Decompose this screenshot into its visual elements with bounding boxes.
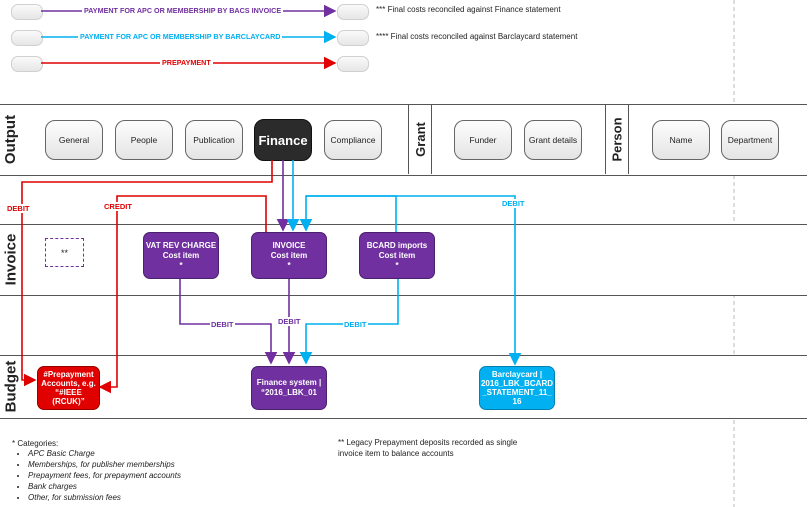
categories-title: * Categories: (12, 439, 59, 448)
tab-compliance[interactable]: Compliance (324, 120, 382, 160)
finance-note: *** Final costs reconciled against Finan… (376, 5, 561, 14)
tab-name[interactable]: Name (652, 120, 710, 160)
legend-label-barclaycard: PAYMENT FOR APC OR MEMBERSHIP BY BARCLAY… (78, 32, 283, 41)
category-item: Prepayment fees, for prepayment accounts (28, 470, 181, 481)
cyan-bcard-invoice-line (299, 195, 397, 232)
category-item: Other, for submission fees (28, 492, 181, 503)
tab-department[interactable]: Department (721, 120, 779, 160)
debit-vat-label: DEBIT (210, 320, 235, 329)
grant-separator (408, 104, 409, 174)
vat-rev-charge-node[interactable]: VAT REV CHARGE Cost item * (143, 232, 219, 279)
debit-red-label: DEBIT (6, 204, 31, 213)
person-separator (628, 104, 629, 174)
prepayment-accounts-node[interactable]: #Prepayment Accounts, e.g. “#IEEE (RCUK)… (37, 366, 100, 410)
budget-band (0, 355, 807, 419)
category-item: Memberships, for publisher memberships (28, 459, 181, 470)
grant-separator (431, 104, 432, 174)
tab-finance[interactable]: Finance (254, 119, 312, 161)
debit-invoice-label: DEBIT (277, 317, 302, 326)
legacy-prepayment-box: ** (45, 238, 84, 267)
legend-label-prepayment: PREPAYMENT (160, 58, 213, 67)
red-credit-line (98, 195, 267, 394)
legend-end-pill (337, 30, 369, 46)
tab-funder[interactable]: Funder (454, 120, 512, 160)
legend-start-pill (11, 30, 43, 46)
category-item: APC Basic Charge (28, 448, 181, 459)
debit-cyan-label: DEBIT (501, 199, 526, 208)
red-debit-line (21, 160, 273, 387)
cyan-debit-barclaycard-line (306, 195, 522, 366)
credit-red-label: CREDIT (103, 202, 133, 211)
tab-people[interactable]: People (115, 120, 173, 160)
invoice-cost-item-node[interactable]: INVOICE Cost item * (251, 232, 327, 279)
bcard-imports-node[interactable]: BCARD imports Cost item * (359, 232, 435, 279)
legend-end-pill (337, 4, 369, 20)
tab-grant-details[interactable]: Grant details (524, 120, 582, 160)
person-separator (605, 104, 606, 174)
categories-footnote: * Categories: APC Basic Charge Membershi… (12, 439, 181, 503)
legend-start-pill (11, 56, 43, 72)
tab-general[interactable]: General (45, 120, 103, 160)
debit-bcard-label: DEBIT (343, 320, 368, 329)
legend-label-bacs: PAYMENT FOR APC OR MEMBERSHIP BY BACS IN… (82, 6, 284, 15)
legend-end-pill (337, 56, 369, 72)
finance-system-node[interactable]: Finance system | “2016_LBK_01 (251, 366, 327, 410)
tab-publication[interactable]: Publication (185, 120, 243, 160)
category-item: Bank charges (28, 481, 181, 492)
legend-start-pill (11, 4, 43, 20)
barclaycard-note: **** Final costs reconciled against Barc… (376, 32, 578, 41)
legacy-footnote: ** Legacy Prepayment deposits recorded a… (338, 438, 518, 458)
barclaycard-statement-node[interactable]: Barclaycard | 2016_LBK_BCARD _STATEMENT_… (479, 366, 555, 410)
